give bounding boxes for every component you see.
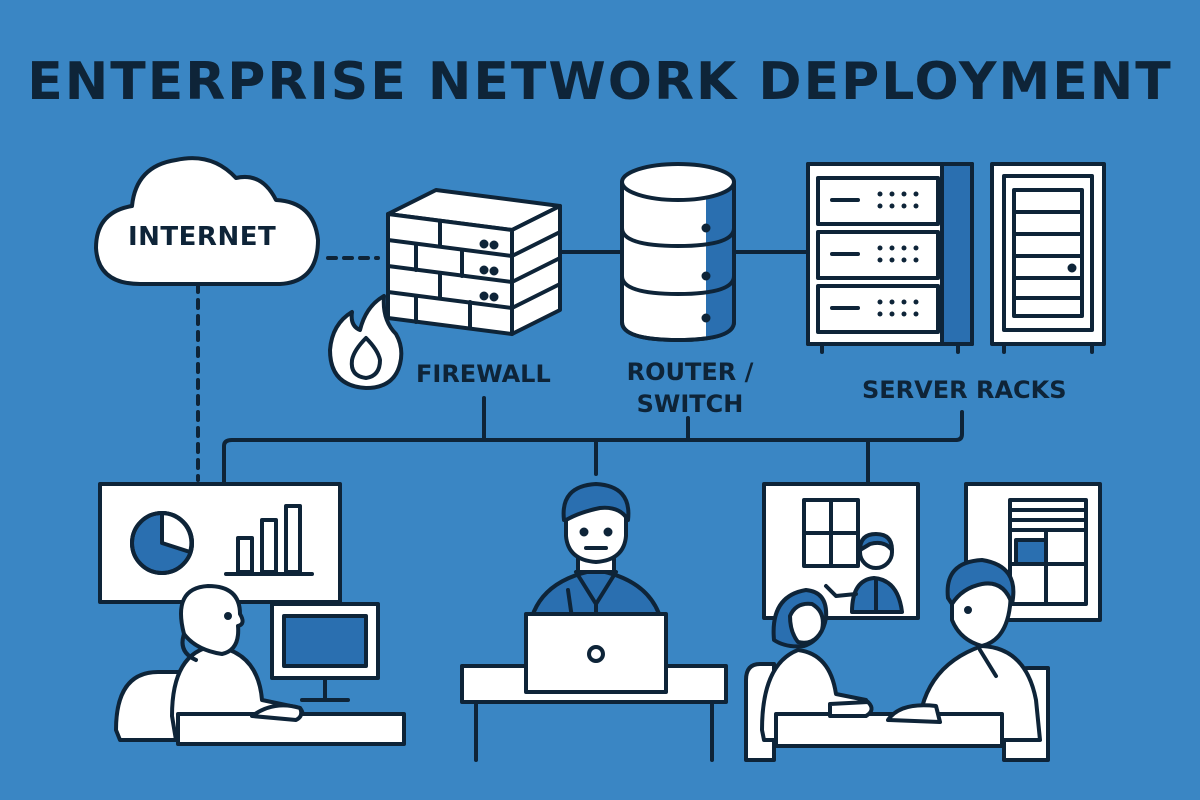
firewall-icon [386, 188, 562, 336]
schedule-board [964, 482, 1102, 622]
flame-icon [328, 294, 404, 390]
connection-lines [196, 250, 964, 484]
diagram-title: ENTERPRISE NETWORK DEPLOYMENT [27, 52, 1173, 112]
server-drop [954, 410, 964, 442]
woman-at-computer [114, 584, 406, 746]
router-label-line2: SWITCH [636, 390, 744, 418]
node-label-firewall: FIREWALL [416, 360, 551, 388]
lan-backbone [222, 438, 958, 484]
node-label-router-switch: ROUTER / SWITCH [620, 356, 760, 420]
server-rack-right-icon [990, 162, 1106, 354]
server-rack-left-icon [806, 162, 974, 354]
internet-cloud-icon [94, 156, 320, 286]
node-label-internet: INTERNET [128, 222, 277, 252]
analytics-dashboard-panel [98, 482, 342, 604]
node-label-server-racks: SERVER RACKS [862, 376, 1067, 404]
man-at-laptop [460, 482, 728, 762]
router-label-line1: ROUTER / [626, 358, 754, 386]
meeting-people [744, 558, 1050, 762]
router-switch-icon [620, 162, 736, 342]
